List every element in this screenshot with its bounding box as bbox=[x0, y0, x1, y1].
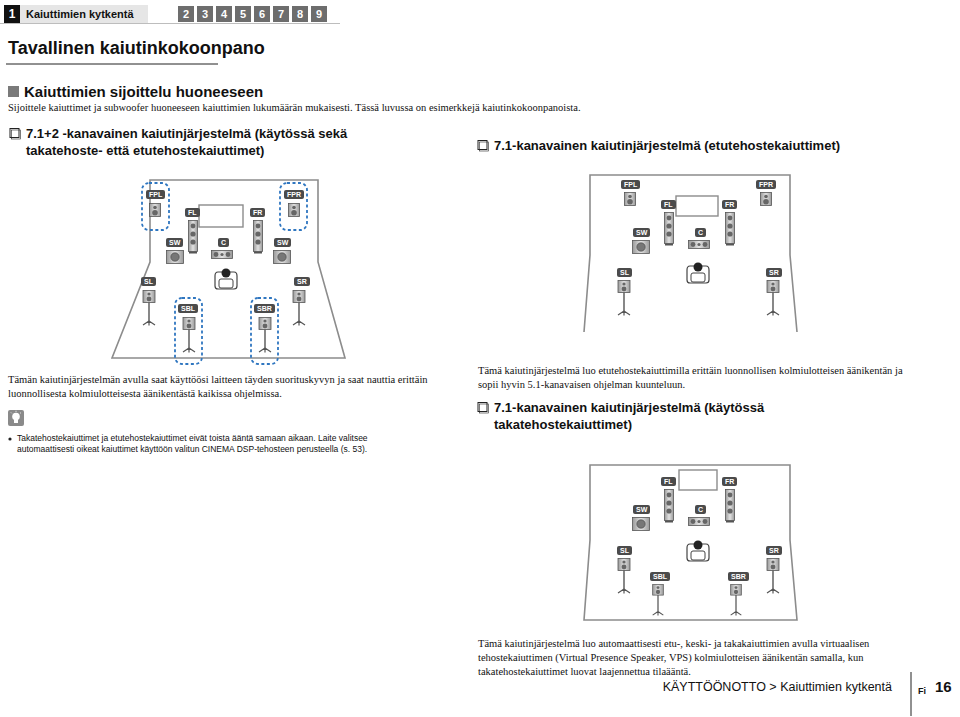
node-text: C bbox=[698, 506, 703, 513]
node-text: 2 bbox=[183, 8, 189, 20]
speaker-label: FL bbox=[661, 200, 676, 209]
intro-text: Sijoittele kaiuttimet ja subwoofer huone… bbox=[8, 101, 581, 115]
node-text: SL bbox=[620, 269, 629, 276]
speaker-label: SW bbox=[633, 505, 650, 514]
node-text: 4 bbox=[221, 8, 227, 20]
node-text: C bbox=[221, 239, 226, 246]
speaker-label: FPL bbox=[621, 180, 640, 189]
description: Tämä kaiutinjärjestelmä luo automaattise… bbox=[478, 637, 918, 679]
speaker-label: FR bbox=[250, 208, 265, 217]
node-text: 7 bbox=[278, 8, 284, 20]
speaker-label: SW bbox=[166, 238, 183, 247]
node-text: 9 bbox=[316, 8, 322, 20]
speaker-label: C bbox=[695, 228, 706, 237]
page-title: Tavallinen kaiutinkokoonpano bbox=[8, 38, 265, 59]
node-text: SBR bbox=[257, 305, 272, 312]
node-text: FPL bbox=[624, 181, 637, 188]
speaker-label: SR bbox=[766, 268, 782, 277]
chapter-tab: 1Kaiuttimien kytkentä bbox=[4, 5, 148, 23]
node-text: SL bbox=[144, 278, 153, 285]
speaker-label: SR bbox=[766, 546, 782, 555]
speaker-label: FPL bbox=[146, 190, 165, 199]
chapter-number: 1 bbox=[4, 5, 20, 23]
speaker-label: C bbox=[218, 238, 229, 247]
speaker-label: SW bbox=[633, 228, 650, 237]
speaker-label: SR bbox=[294, 277, 310, 286]
speaker-label: C bbox=[695, 505, 706, 514]
subheading: 7.1-kanavainen kaiutinjärjestelmä (etute… bbox=[494, 137, 934, 154]
node-text: FPL bbox=[149, 191, 162, 198]
speaker-label: SBR bbox=[728, 572, 749, 581]
node-text: FL bbox=[664, 478, 673, 485]
node-text: 5 bbox=[240, 8, 246, 20]
language-code: Fi bbox=[918, 686, 926, 696]
speaker-label: FR bbox=[722, 477, 737, 486]
speaker-label: FR bbox=[722, 200, 737, 209]
speaker-label: SL bbox=[617, 268, 632, 277]
chapter-number: 5 bbox=[235, 6, 251, 22]
speaker-label: SW bbox=[274, 238, 291, 247]
node-text: SW bbox=[169, 239, 180, 246]
speaker-label: SL bbox=[617, 546, 632, 555]
node-text: SBL bbox=[181, 305, 195, 312]
chapter-number: 9 bbox=[311, 6, 327, 22]
chapter-number: 7 bbox=[273, 6, 289, 22]
node-text: SL bbox=[620, 547, 629, 554]
speaker-label: SBL bbox=[178, 304, 198, 313]
page-number: 16 bbox=[935, 678, 952, 695]
node-text: SBR bbox=[731, 573, 746, 580]
node-text: 3 bbox=[202, 8, 208, 20]
speaker-label: SL bbox=[141, 277, 156, 286]
subheading: 7.1+2 -kanavainen kaiutinjärjestelmä (kä… bbox=[26, 125, 371, 159]
node-text: SR bbox=[769, 547, 779, 554]
speaker-label: FL bbox=[661, 477, 676, 486]
chapter-number: 6 bbox=[254, 6, 270, 22]
node-text: FL bbox=[188, 209, 197, 216]
speaker-label: SBL bbox=[650, 572, 670, 581]
tip-note: Takatehostekaiuttimet ja etutehostekaiut… bbox=[17, 433, 427, 455]
node-text: FR bbox=[725, 478, 734, 485]
node-text: FL bbox=[664, 201, 673, 208]
node-text: FPR bbox=[759, 181, 773, 188]
speaker-label: FL bbox=[185, 208, 200, 217]
node-text: 8 bbox=[297, 8, 303, 20]
breadcrumb: KÄYTTÖÖNOTTO > Kaiuttimien kytkentä bbox=[663, 680, 892, 694]
node-text: SR bbox=[769, 269, 779, 276]
chapter-name: Kaiuttimien kytkentä bbox=[20, 5, 148, 23]
node-text: FR bbox=[253, 209, 262, 216]
speaker-label: FPR bbox=[756, 180, 776, 189]
node-text: SBL bbox=[653, 573, 667, 580]
subheading: 7.1-kanavainen kaiutinjärjestelmä (käytö… bbox=[494, 399, 824, 433]
description: Tämä kaiutinjärjestelmä luo etutehosteka… bbox=[478, 364, 918, 392]
node-text: SR bbox=[297, 278, 307, 285]
node-text: FR bbox=[725, 201, 734, 208]
node-text: FPR bbox=[287, 191, 301, 198]
chapter-number: 3 bbox=[197, 6, 213, 22]
node-text: 6 bbox=[259, 8, 265, 20]
node-text: C bbox=[698, 229, 703, 236]
chapter-number: 4 bbox=[216, 6, 232, 22]
description: Tämän kaiutinjärjestelmän avulla saat kä… bbox=[8, 373, 438, 401]
node-text: SW bbox=[636, 506, 647, 513]
chapter-number: 2 bbox=[178, 6, 194, 22]
section-heading: Kaiuttimien sijoittelu huoneeseen bbox=[24, 83, 263, 100]
node-text: SW bbox=[636, 229, 647, 236]
speaker-label: SBR bbox=[254, 304, 275, 313]
chapter-number: 8 bbox=[292, 6, 308, 22]
node-text: SW bbox=[277, 239, 288, 246]
speaker-label: FPR bbox=[284, 190, 304, 199]
